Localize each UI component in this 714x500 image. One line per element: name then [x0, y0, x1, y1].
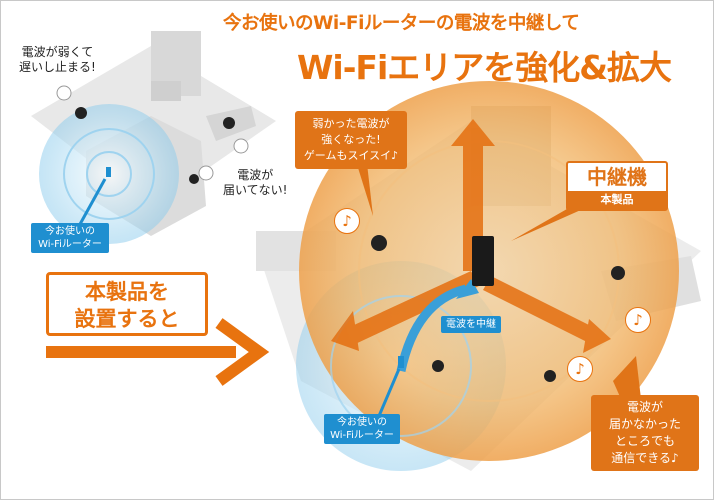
- no-signal-icon: [233, 138, 249, 154]
- reach-note: 電波が 届かなかった ところでも 通信できる♪: [591, 395, 699, 471]
- repeater-title: 中継機: [568, 163, 666, 191]
- person-icon: [371, 235, 387, 251]
- weak-signal-note: 電波が弱くて 遅いし止まる!: [19, 45, 96, 74]
- repeater-subtitle: 本製品: [600, 193, 634, 206]
- no-signal-icon: [198, 165, 214, 181]
- headline-line1: 今お使いのWi-Fiルーターの電波を中継して: [223, 13, 580, 34]
- person-icon: [223, 117, 235, 129]
- music-note-icon: ♪: [625, 307, 651, 333]
- person-icon: [432, 360, 444, 372]
- improved-signal-note: 弱かった電波が 強くなった! ゲームもスイスイ♪: [295, 111, 407, 169]
- no-signal-icon: [56, 85, 72, 101]
- music-note-icon: ♪: [567, 356, 593, 382]
- install-label: 本製品を 設置すると: [46, 272, 208, 336]
- repeater-badge: 中継機 本製品: [566, 161, 668, 211]
- router-icon: [106, 167, 111, 177]
- current-router-label: 今お使いの Wi-Fiルーター: [31, 223, 109, 253]
- router-icon: [398, 356, 404, 368]
- repeater-device-icon: [472, 236, 494, 286]
- relay-arrow-icon: [396, 284, 468, 372]
- person-icon: [75, 107, 87, 119]
- person-icon: [544, 370, 556, 382]
- headline-line2: Wi-Fiエリアを強化&拡大: [297, 48, 672, 87]
- music-note-icon: ♪: [334, 208, 360, 234]
- arrow-right-icon: [46, 318, 270, 386]
- person-icon: [611, 266, 625, 280]
- relay-label: 電波を中継: [441, 316, 501, 333]
- current-router-label-after: 今お使いの Wi-Fiルーター: [324, 414, 400, 444]
- person-icon: [189, 174, 199, 184]
- no-signal-note: 電波が 届いてない!: [223, 168, 288, 197]
- tv-icon: [151, 81, 181, 101]
